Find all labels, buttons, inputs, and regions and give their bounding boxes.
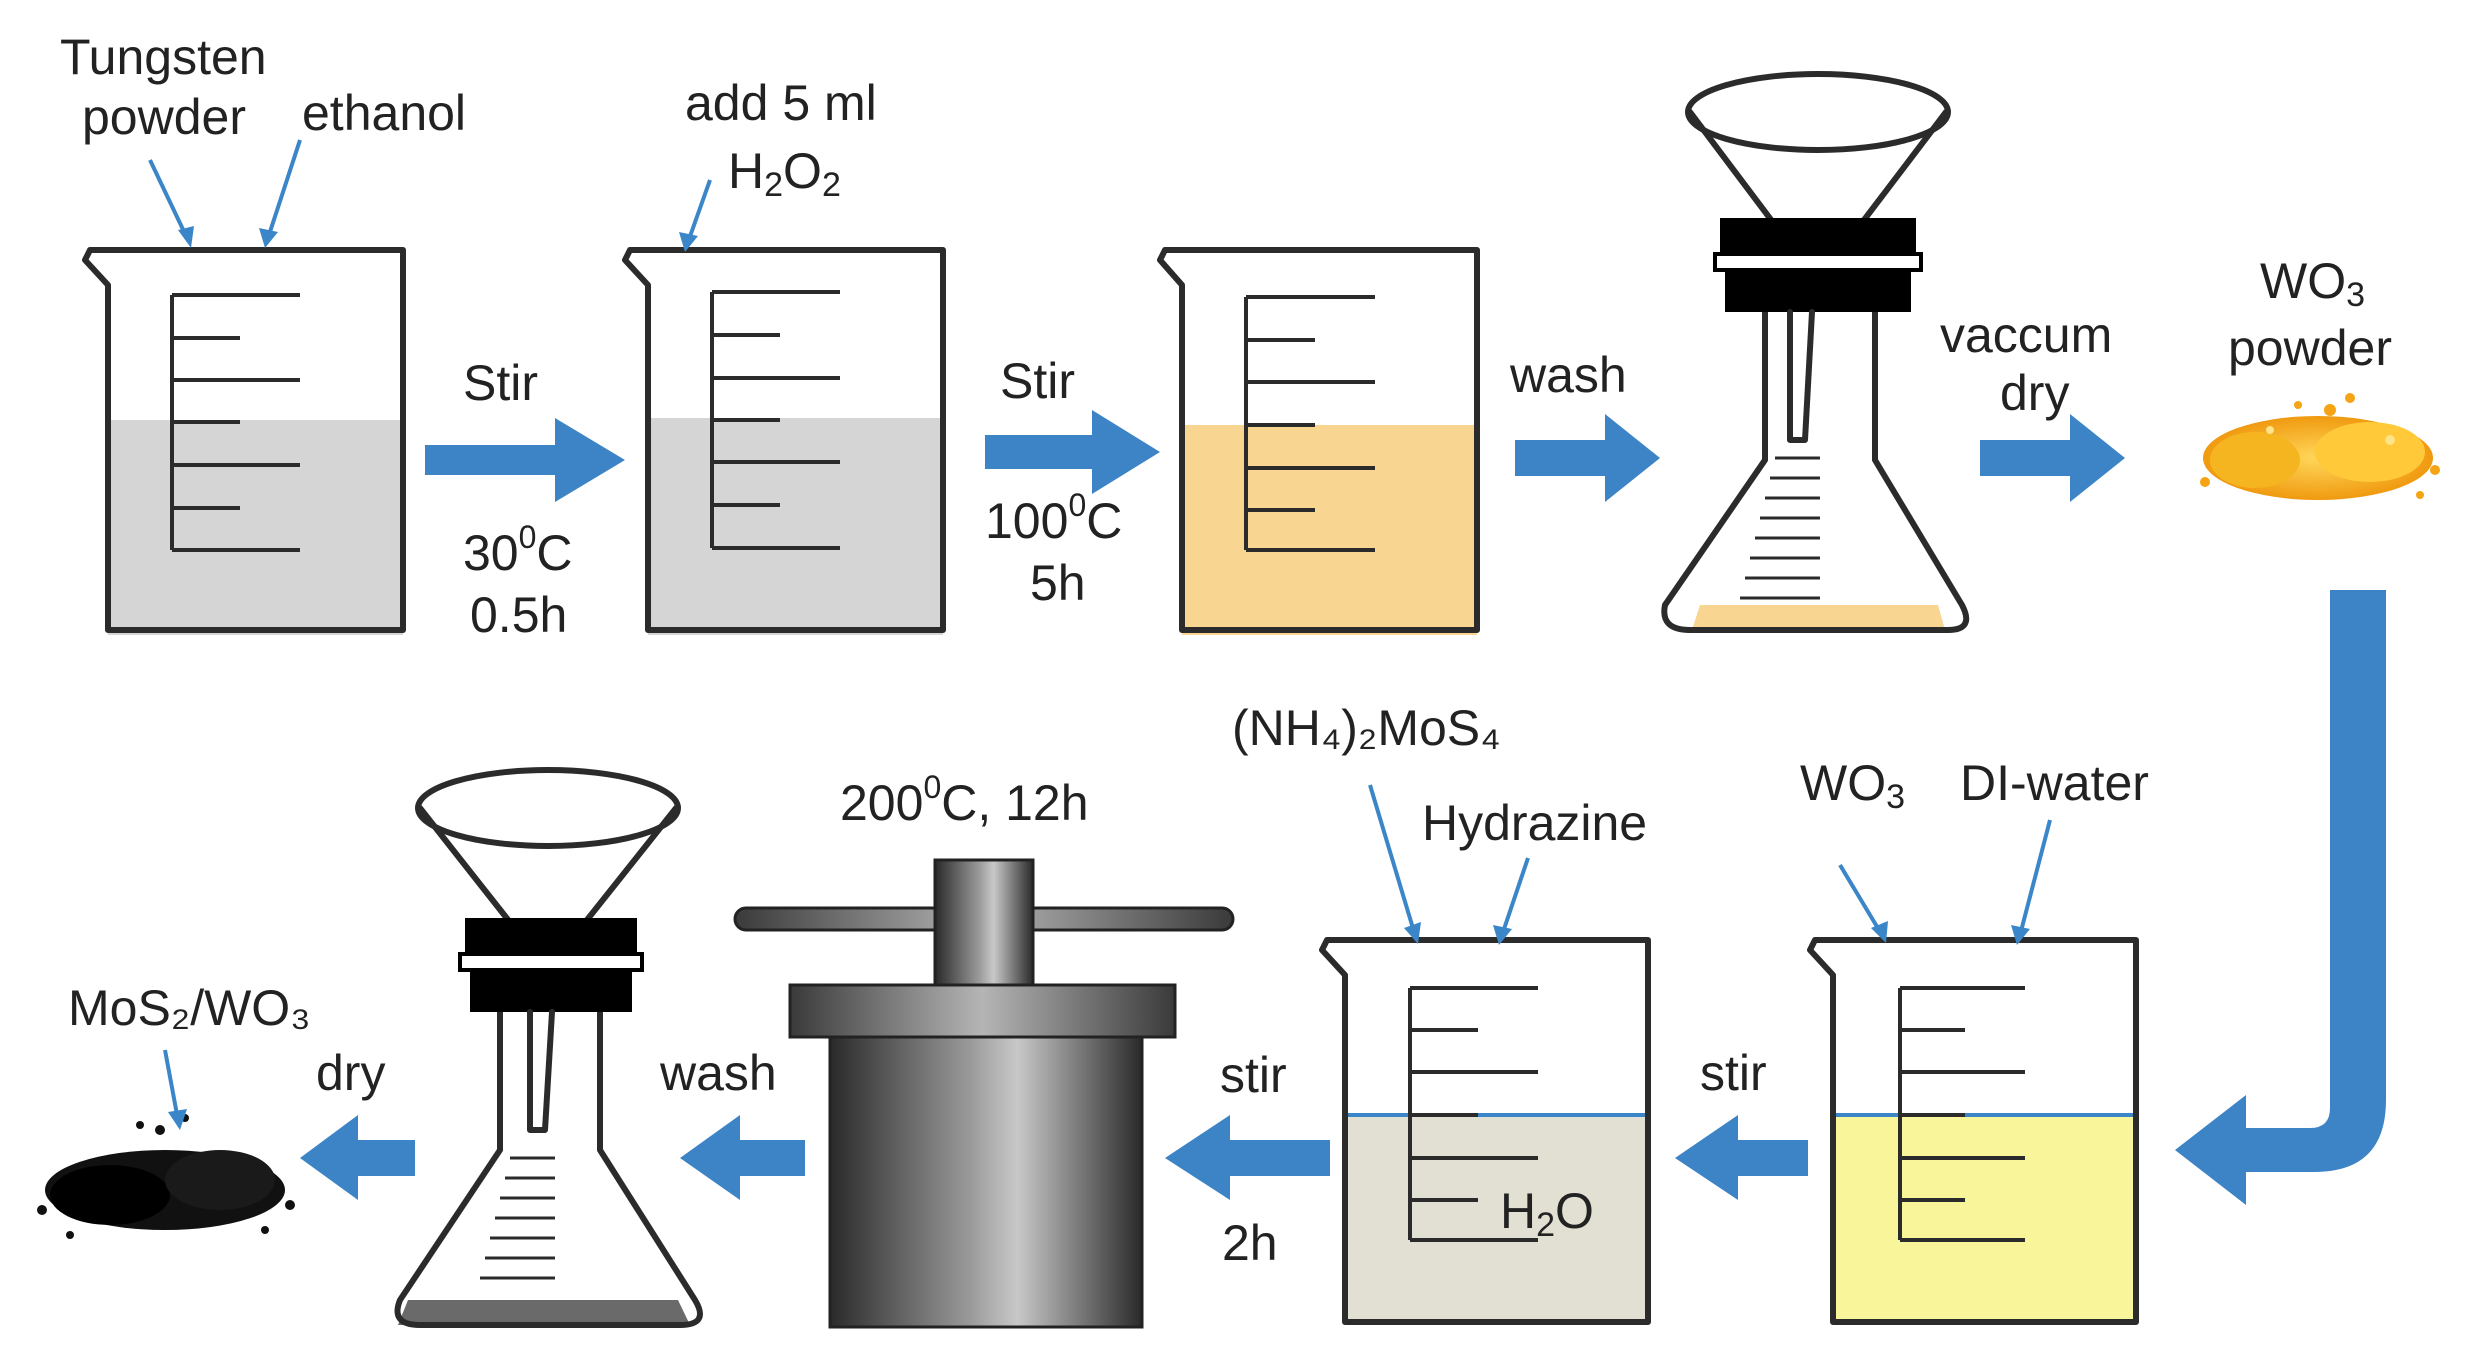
label-wo3: WO3 [2260, 253, 2365, 314]
label-cond-2-time: 5h [1030, 555, 1086, 611]
label-stir-2: Stir [1000, 353, 1075, 409]
arrow-left-icon [1675, 1115, 1808, 1200]
beaker-icon [1807, 937, 2139, 1325]
label-cond-2-temp: 1000C [985, 487, 1122, 549]
funnel-flask-icon [394, 767, 703, 1328]
label-wo3-powder: powder [2228, 320, 2392, 376]
arrow-left-icon [1165, 1115, 1330, 1200]
liquid-beige [1345, 1115, 1648, 1325]
label-stir-1: Stir [463, 355, 538, 411]
liquid-gray [648, 418, 943, 635]
label-h2o: H2O [1500, 1183, 1594, 1244]
label-h2o2: H2O2 [728, 143, 841, 204]
label-stir-4-time: 2h [1222, 1215, 1278, 1271]
label-powder: powder [82, 89, 246, 145]
label-dry: dry [2000, 365, 2069, 421]
label-stir-4: stir [1220, 1047, 1287, 1103]
label-wash-1: wash [1509, 347, 1627, 403]
label-autoclave-condition: 2000C, 12h [840, 769, 1089, 831]
beaker-icon [1157, 247, 1480, 635]
label-dry-final: dry [316, 1045, 385, 1101]
arrow-right-icon [985, 410, 1160, 494]
label-hydrazine: Hydrazine [1422, 795, 1647, 851]
arrow-right-icon [1515, 414, 1660, 502]
label-di-water: DI-water [1960, 755, 2149, 811]
beaker-icon [1319, 937, 1651, 1325]
liquid-orange [1182, 425, 1477, 635]
mos2-wo3-powder-icon [37, 1114, 295, 1239]
arrow-right-icon [1980, 414, 2125, 502]
label-cond-1-temp: 300C [463, 519, 573, 581]
label-wash-2: wash [659, 1045, 777, 1101]
autoclave-icon [733, 858, 1235, 1329]
connector-arrow-icon [2175, 590, 2386, 1205]
label-ethanol: ethanol [302, 85, 466, 141]
label-stir-3: stir [1700, 1045, 1767, 1101]
label-wo3-input: WO3 [1800, 755, 1905, 816]
liquid-gray [108, 420, 403, 635]
beaker-icon [82, 247, 406, 635]
wo3-powder-icon [2200, 393, 2440, 500]
label-tungsten: Tungsten [60, 29, 267, 85]
arrow-left-icon [680, 1115, 805, 1200]
pointer-arrows [148, 139, 2052, 1130]
arrow-left-icon [300, 1115, 415, 1200]
funnel-flask-icon [1661, 71, 1970, 633]
label-ammonium-thiomolybdate: (NH₄)₂MoS₄ [1232, 700, 1501, 756]
liquid-yellow [1833, 1115, 2136, 1325]
label-product: MoS₂/WO₃ [68, 980, 311, 1036]
label-cond-1-time: 0.5h [470, 587, 567, 643]
label-vaccum: vaccum [1940, 307, 2112, 363]
label-add-5ml: add 5 ml [685, 75, 877, 131]
arrow-right-icon [425, 418, 625, 502]
beaker-icon [622, 247, 946, 635]
